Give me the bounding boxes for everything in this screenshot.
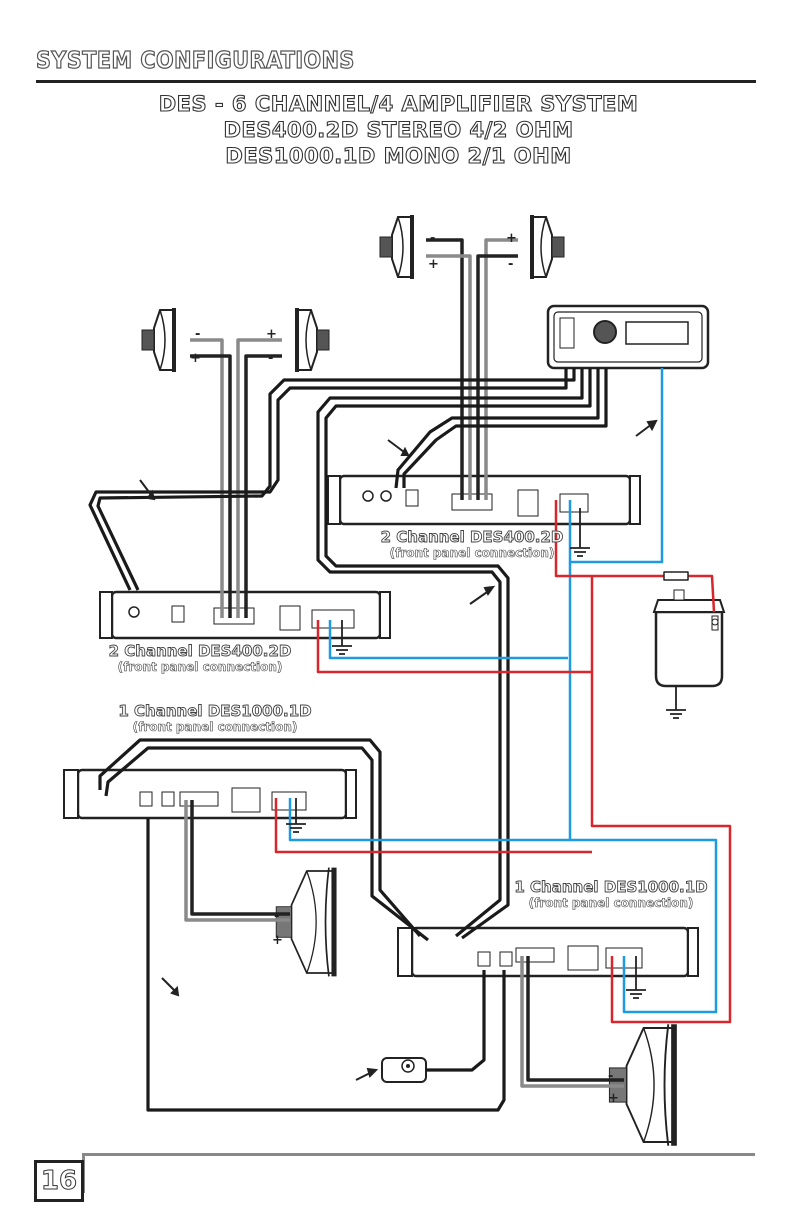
polarity-minus: -: [195, 327, 200, 342]
diagram-title-line-1: DES - 6 CHANNEL/4 AMPLIFIER SYSTEM: [158, 91, 639, 116]
ground-symbols: [286, 508, 686, 999]
diagram-title-line-3: DES1000.1D MONO 2/1 OHM: [225, 143, 572, 168]
speaker-top-right: [530, 213, 566, 281]
subwoofer-left: [276, 868, 334, 977]
amplifier-1ch-right: [397, 926, 699, 978]
polarity-plus: +: [272, 933, 283, 948]
header-rule: [36, 80, 756, 83]
footer-rule: [85, 1153, 755, 1156]
polarity-plus: +: [608, 1091, 619, 1106]
polarity-plus: +: [266, 327, 277, 342]
polarity-minus: -: [508, 257, 513, 272]
amp-name: 2 Channel DES400.2D: [108, 642, 292, 661]
amp-label-1ch-left: 1 Channel DES1000.1D (front panel connec…: [80, 702, 350, 735]
head-unit: [546, 304, 710, 370]
polarity-plus: +: [506, 231, 517, 246]
speaker-left-front-left: [140, 306, 176, 374]
amp-note: (front panel connection): [528, 896, 694, 911]
polarity-minus: -: [608, 1069, 613, 1084]
speaker-left-front-right: [295, 306, 331, 374]
amp-note: (front panel connection): [132, 720, 298, 735]
amp-name: 1 Channel DES1000.1D: [118, 702, 312, 721]
amplifier-2ch-top: [327, 474, 641, 526]
amp-name: 2 Channel DES400.2D: [380, 528, 564, 547]
page-number: 16: [34, 1160, 84, 1202]
speaker-top-left: [378, 213, 414, 281]
section-title: SYSTEM CONFIGURATIONS: [35, 47, 355, 74]
polarity-plus: +: [190, 351, 201, 366]
polarity-plus: +: [428, 257, 439, 272]
polarity-minus: -: [268, 351, 273, 366]
amp-label-2ch-left: 2 Channel DES400.2D (front panel connect…: [70, 642, 330, 675]
rca-signal-cables: [88, 368, 608, 1112]
battery: [652, 589, 726, 688]
polarity-minus: -: [430, 231, 435, 246]
amp-note: (front panel connection): [117, 660, 283, 675]
amp-label-2ch-top: 2 Channel DES400.2D (front panel connect…: [322, 528, 622, 561]
remote-turn-on-wires: [288, 368, 718, 1014]
diagram-title-line-2: DES400.2D STEREO 4/2 OHM: [223, 117, 574, 142]
amp-label-1ch-right: 1 Channel DES1000.1D (front panel connec…: [476, 878, 746, 911]
bass-remote-knob: [381, 1057, 427, 1083]
amp-name: 1 Channel DES1000.1D: [514, 878, 708, 897]
polarity-minus: -: [274, 909, 279, 924]
amplifier-2ch-left: [99, 590, 391, 640]
speaker-wires: [184, 238, 624, 1088]
power-wires: [274, 500, 732, 1024]
amp-note: (front panel connection): [389, 546, 555, 561]
amplifier-1ch-left: [63, 768, 357, 820]
callout-arrows: [139, 419, 658, 1081]
